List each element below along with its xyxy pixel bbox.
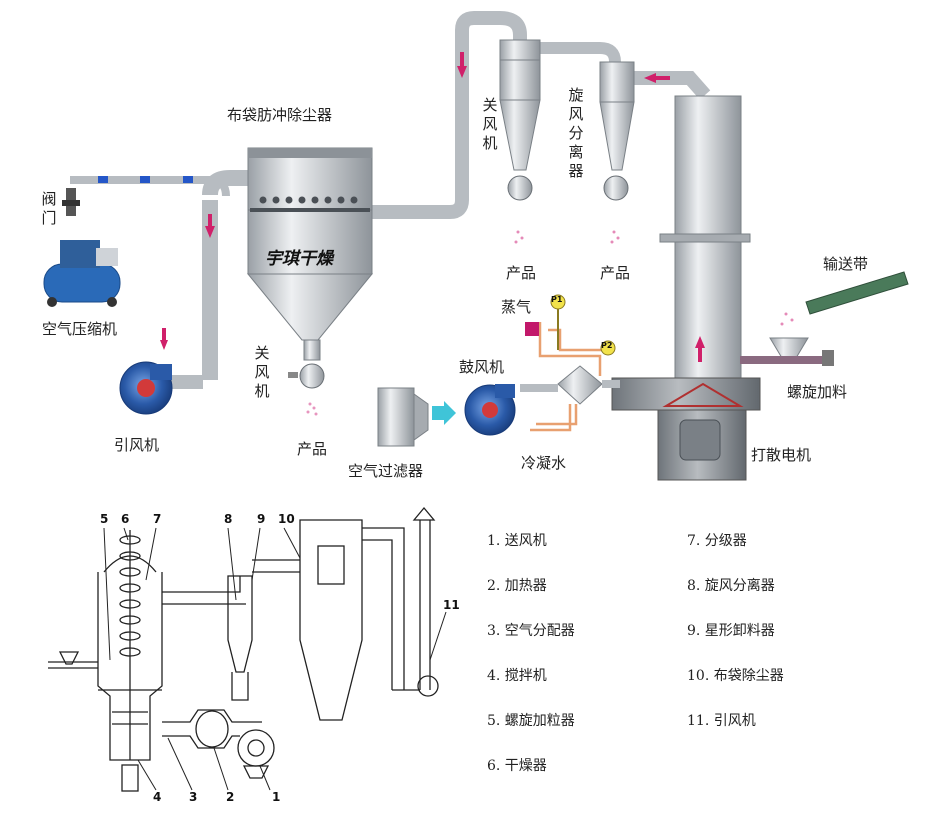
air-compressor-label: 空气压缩机	[42, 320, 118, 338]
induced-fan-label: 引风机	[114, 436, 160, 454]
steam-piping	[530, 322, 608, 432]
brand-watermark: 宇琪干燥	[265, 249, 333, 269]
cyclone-2-illustration	[599, 61, 635, 244]
legend-item: 11. 引风机	[687, 713, 756, 729]
schematic-number: 10	[278, 512, 295, 526]
legend-item: 2. 加热器	[487, 578, 547, 594]
schematic-number: 9	[257, 512, 266, 526]
airlock-left-illustration	[288, 339, 325, 416]
legend-item: 1. 送风机	[487, 533, 547, 549]
blower-illustration	[464, 384, 516, 436]
legend-item: 5. 螺旋加粒器	[487, 713, 575, 729]
conveyor-label: 输送带	[823, 255, 869, 273]
schematic-number: 8	[224, 512, 233, 526]
steam-valve-icon	[525, 322, 539, 336]
legend-item: 10. 布袋除尘器	[687, 668, 784, 684]
product-right-label: 产品	[600, 264, 631, 282]
valve-label: 阀门	[41, 190, 57, 227]
air-compressor-illustration	[43, 240, 121, 307]
schematic-number: 3	[189, 790, 198, 804]
product-mid-label: 产品	[506, 264, 537, 282]
legend-item: 9. 星形卸料器	[687, 623, 775, 639]
blower-label: 鼓风机	[459, 358, 505, 376]
legend-item: 4. 搅拌机	[487, 668, 547, 684]
motor-label: 打散电机	[751, 446, 812, 464]
schematic-number: 2	[226, 790, 235, 804]
schematic-number: 7	[153, 512, 162, 526]
schematic-number: 6	[121, 512, 130, 526]
pressure-gauge-icon	[550, 294, 616, 356]
air-filter-illustration	[377, 387, 456, 447]
conveyor-illustration	[780, 271, 909, 326]
gauge-p2-label: P2	[601, 341, 613, 350]
schematic-number: 1	[272, 790, 281, 804]
legend-item: 7. 分级器	[687, 533, 747, 549]
flow-arrows	[160, 52, 705, 362]
legend-item: 6. 干燥器	[487, 758, 547, 774]
airlock-left-label: 关风机	[254, 344, 270, 400]
bag-filter-label: 布袋肪冲除尘器	[227, 106, 333, 124]
steam-label: 蒸气	[501, 298, 532, 316]
schematic-leader-lines	[103, 527, 447, 791]
heater-illustration	[520, 365, 620, 405]
schematic-number: 11	[443, 598, 460, 612]
bag-filter-illustration	[246, 147, 374, 341]
product-left-label: 产品	[297, 440, 328, 458]
valve-icon	[62, 188, 80, 216]
drying-tower-illustration	[611, 95, 761, 481]
cyclone-label: 旋风分离器	[568, 86, 584, 180]
schematic-drawing	[48, 506, 439, 792]
cyclone-1-illustration	[499, 39, 541, 244]
gauge-p1-label: P1	[551, 295, 563, 304]
induced-fan-illustration	[119, 361, 173, 415]
screw-feeder-illustration	[740, 337, 834, 366]
air-filter-label: 空气过滤器	[348, 462, 424, 480]
legend-item: 3. 空气分配器	[487, 623, 575, 639]
airlock-mid-label: 关风机	[482, 96, 498, 152]
screw-feed-label: 螺旋加料	[787, 383, 848, 401]
schematic-number: 4	[153, 790, 162, 804]
condensate-label: 冷凝水	[521, 454, 567, 472]
schematic-number: 5	[100, 512, 109, 526]
legend-item: 8. 旋风分离器	[687, 578, 775, 594]
